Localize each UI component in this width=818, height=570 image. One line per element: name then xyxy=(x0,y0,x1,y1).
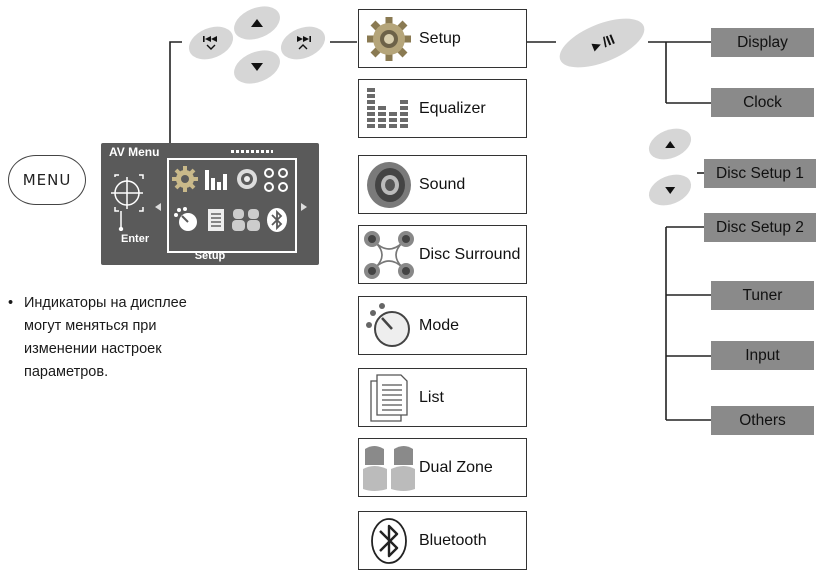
bluetooth-icon xyxy=(267,208,287,232)
play-pause-label: ►/II xyxy=(587,30,617,56)
up-arrow-icon xyxy=(665,140,675,148)
menu-item-label: Dual Zone xyxy=(419,458,493,476)
menu-item-label: Disc Surround xyxy=(419,245,521,263)
menu-item-mode[interactable]: Mode xyxy=(358,296,527,355)
menu-item-list[interactable]: List xyxy=(358,368,527,427)
menu-item-setup[interactable]: Setup xyxy=(358,9,527,68)
note-text: Индикаторы на дисплее могут меняться при… xyxy=(24,295,187,380)
menu-item-sound[interactable]: Sound xyxy=(358,155,527,214)
up-arrow-icon xyxy=(251,19,263,27)
av-menu-title: AV Menu xyxy=(109,145,160,159)
down-button[interactable] xyxy=(229,44,285,90)
speaker-icon xyxy=(367,161,411,208)
enter-joystick-icon xyxy=(111,174,144,231)
menu-item-label: Setup xyxy=(419,29,461,47)
menu-item-label: List xyxy=(419,388,444,406)
av-menu-caption: Setup xyxy=(194,250,226,262)
setup-item-disc-setup-1[interactable]: Disc Setup 1 xyxy=(704,159,816,188)
level-indicator xyxy=(231,150,273,153)
menu-item-label: Mode xyxy=(419,316,460,334)
av-menu-screen: AV Menu Enter xyxy=(101,143,319,265)
setup-down-button[interactable] xyxy=(644,168,696,212)
down-arrow-icon xyxy=(665,186,675,194)
equalizer-bars-icon xyxy=(205,170,227,190)
setup-item-display[interactable]: Display xyxy=(711,28,814,57)
menu-item-dual-zone[interactable]: Dual Zone xyxy=(358,438,527,497)
enter-label: Enter xyxy=(121,233,150,245)
surround-speakers-icon xyxy=(264,168,288,192)
surround-speakers-icon xyxy=(364,230,414,279)
mode-dial-icon xyxy=(174,207,197,231)
down-arrow-icon xyxy=(251,63,263,71)
menu-item-equalizer[interactable]: Equalizer xyxy=(358,79,527,138)
list-document-icon xyxy=(208,209,224,231)
dual-zone-seats-icon xyxy=(232,209,260,231)
mode-dial-icon xyxy=(366,302,410,347)
equalizer-bars-icon xyxy=(367,87,408,128)
setup-item-clock[interactable]: Clock xyxy=(711,88,814,117)
menu-item-label: Sound xyxy=(419,175,466,193)
menu-item-bluetooth[interactable]: Bluetooth xyxy=(358,511,527,570)
note-bullet: • xyxy=(8,295,14,311)
display-note: • Индикаторы на дисплее могут меняться п… xyxy=(8,292,223,384)
up-button[interactable] xyxy=(229,0,285,46)
next-track-icon xyxy=(297,36,311,50)
setup-item-others[interactable]: Others xyxy=(711,406,814,435)
prev-track-button[interactable] xyxy=(184,20,238,66)
list-document-icon xyxy=(370,373,408,422)
menu-item-label: Bluetooth xyxy=(419,531,487,549)
menu-item-disc-surround[interactable]: Disc Surround xyxy=(358,225,527,284)
right-arrow-icon xyxy=(301,203,307,211)
next-track-button[interactable] xyxy=(276,20,330,66)
menu-button[interactable]: MENU xyxy=(8,155,86,205)
setup-item-input[interactable]: Input xyxy=(711,341,814,370)
setup-item-disc-setup-2[interactable]: Disc Setup 2 xyxy=(704,213,816,242)
speaker-icon xyxy=(237,169,257,189)
selection-frame xyxy=(167,158,297,253)
dual-zone-seats-icon xyxy=(363,445,415,491)
prev-track-icon xyxy=(203,36,217,50)
menu-item-label: Equalizer xyxy=(419,99,486,117)
setup-up-button[interactable] xyxy=(644,122,696,166)
setup-item-tuner[interactable]: Tuner xyxy=(711,281,814,310)
gear-icon xyxy=(172,166,198,192)
left-arrow-icon xyxy=(155,203,161,211)
bluetooth-icon xyxy=(371,517,407,564)
gear-icon xyxy=(367,16,411,61)
